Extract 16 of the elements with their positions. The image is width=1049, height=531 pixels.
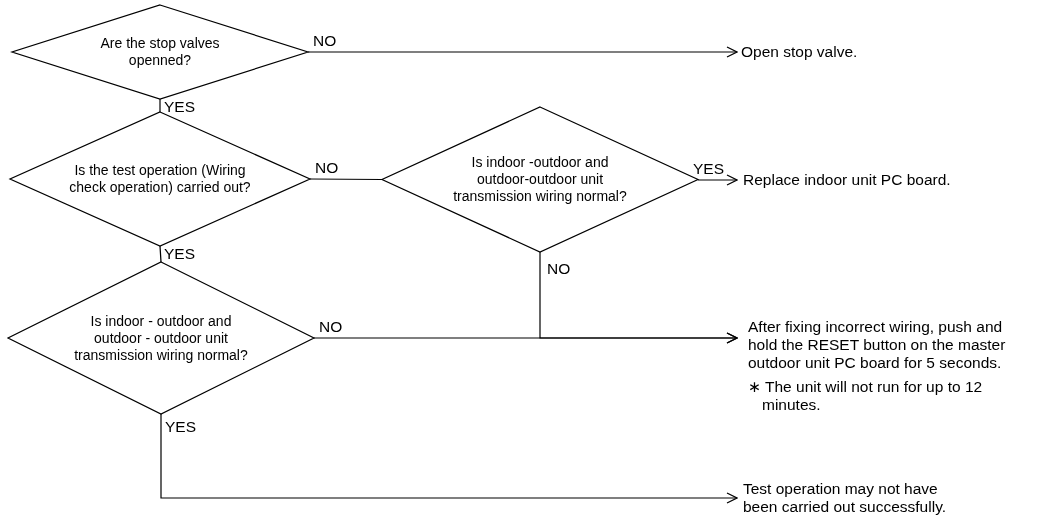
- decision-question: Are the stop valves openned?: [99, 35, 221, 69]
- arrow: [160, 413, 738, 504]
- result-text: Open stop valve.: [741, 43, 858, 61]
- result-text: Test operation may not have been carried out successfully.: [743, 480, 948, 516]
- connector-line: [159, 98, 161, 113]
- result-text: Replace indoor unit PC board.: [743, 171, 951, 189]
- decision-question: Is indoor -outdoor and outdoor-outdoor unit transmission wiring normal?: [452, 154, 628, 205]
- arrow: [307, 46, 738, 58]
- arrow: [697, 174, 738, 186]
- connector-line: [159, 245, 162, 263]
- result-text: After fixing incorrect wiring, push and hold the RESET button on the master outdoor unit PC board for 5 seconds.: [748, 318, 1007, 372]
- note-text: ∗ The unit will not run for up to 12 minutes.: [748, 378, 984, 414]
- connector-line: [309, 178, 383, 181]
- arrow: [313, 332, 738, 344]
- decision-question: Is the test operation (Wiring check operation) carried out?: [68, 162, 252, 196]
- decision-question: Is indoor - outdoor and outdoor - outdoor unit transmission wiring normal?: [73, 312, 249, 364]
